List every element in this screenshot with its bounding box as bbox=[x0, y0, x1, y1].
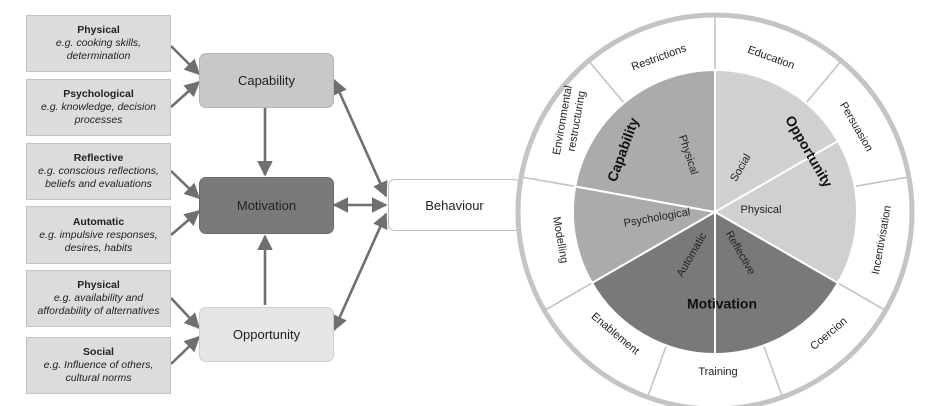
arrow-opportunity-behaviour bbox=[332, 212, 388, 332]
capability-node: Capability bbox=[199, 53, 334, 108]
source-title: Social bbox=[83, 346, 114, 358]
opportunity-node: Opportunity bbox=[199, 307, 334, 362]
behaviour-node: Behaviour bbox=[388, 179, 521, 231]
arrow-social-to-opportunity bbox=[170, 335, 201, 365]
wheel-ring-dividers bbox=[520, 15, 910, 398]
motivation-node: Motivation bbox=[199, 177, 334, 234]
arrow-physical-to-opportunity bbox=[170, 297, 201, 330]
arrow-capability-behaviour bbox=[332, 78, 388, 198]
sector-psychological bbox=[571, 185, 718, 285]
sector-reflective bbox=[714, 210, 840, 356]
arrow-automatic-to-motivation bbox=[170, 209, 201, 236]
source-title: Physical bbox=[77, 279, 120, 291]
source-automatic-motivation: Automatic e.g. impulsive responses, desi… bbox=[26, 206, 171, 264]
source-physical-opportunity: Physical e.g. availability and affordabi… bbox=[26, 270, 171, 327]
source-desc: e.g. Influence of others, cultural norms bbox=[43, 359, 154, 384]
source-title: Physical bbox=[77, 24, 120, 36]
source-desc: e.g. knowledge, decision processes bbox=[41, 101, 156, 126]
sector-automatic bbox=[590, 210, 716, 356]
source-physical-capability: Physical e.g. cooking skills, determinat… bbox=[26, 15, 171, 72]
sector-physical-capability bbox=[574, 68, 716, 214]
source-reflective-motivation: Reflective e.g. conscious reflections, b… bbox=[26, 143, 171, 200]
label-physical-opportunity: Physical bbox=[741, 204, 782, 216]
source-title: Psychological bbox=[63, 88, 134, 100]
label-motivation: Motivation bbox=[687, 296, 757, 312]
arrow-psychological-to-capability bbox=[170, 80, 201, 108]
source-title: Automatic bbox=[72, 215, 125, 228]
sector-physical-opportunity bbox=[712, 139, 858, 285]
source-psychological-capability: Psychological e.g. knowledge, decision p… bbox=[26, 79, 171, 136]
source-desc: e.g. availability and affordability of a… bbox=[37, 292, 160, 317]
sector-social bbox=[714, 68, 840, 214]
intervention-training: Training bbox=[698, 366, 737, 378]
arrow-physical-to-capability bbox=[170, 45, 201, 76]
source-desc: e.g. conscious reflections, beliefs and … bbox=[38, 165, 159, 190]
source-desc: e.g. impulsive responses, desires, habit… bbox=[39, 228, 158, 254]
source-title: Reflective bbox=[73, 152, 124, 164]
source-social-opportunity: Social e.g. Influence of others, cultura… bbox=[26, 337, 171, 394]
source-desc: e.g. cooking skills, determination bbox=[55, 37, 142, 62]
arrow-reflective-to-motivation bbox=[170, 170, 201, 200]
